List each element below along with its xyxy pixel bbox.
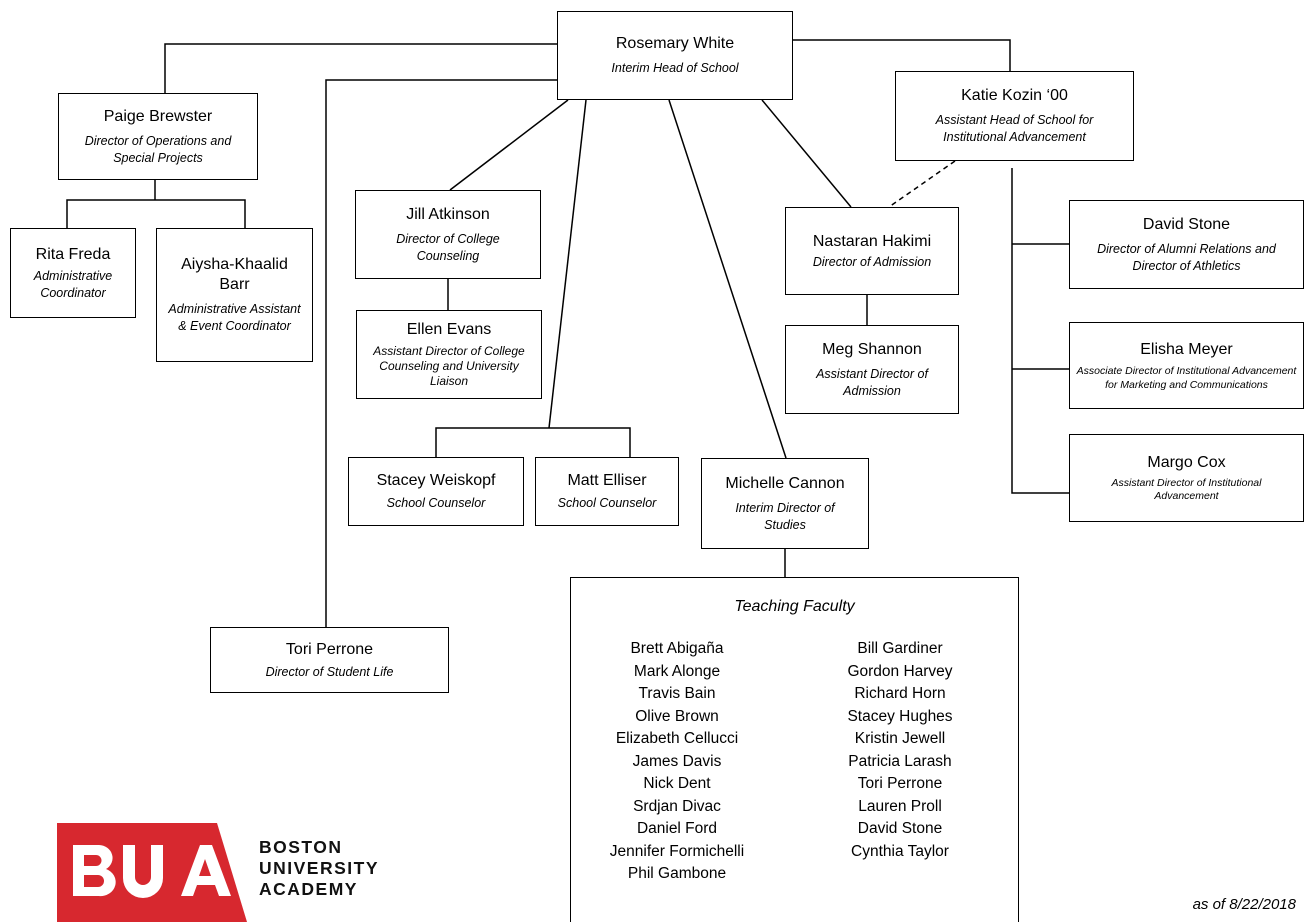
admin-assistant-title: Administrative Assistant & Event Coordin… (168, 302, 301, 333)
student-life-director-title: Director of Student Life (265, 664, 394, 679)
admin-coordinator-title: Administrative Coordinator (33, 268, 113, 300)
operations-director-box: Paige Brewster Director of Operations an… (58, 93, 258, 180)
faculty-member: Stacey Hughes (847, 707, 953, 725)
teaching-faculty-heading: Teaching Faculty (734, 598, 855, 615)
faculty-member: Gordon Harvey (847, 662, 953, 680)
studies-director-name: Michelle Cannon (725, 474, 845, 492)
advancement-head-box: Katie Kozin ‘00 Assistant Head of School… (895, 71, 1134, 161)
school-counselor-title-1: School Counselor (386, 496, 486, 510)
logo-line-3: ACADEMY (259, 879, 358, 899)
asst-college-counseling-box: Ellen Evans Assistant Director of Colleg… (356, 310, 542, 399)
admission-director-name: Nastaran Hakimi (812, 232, 932, 250)
school-counselor-name-1: Stacey Weiskopf (376, 472, 496, 489)
alumni-director-box: David Stone Director of Alumni Relations… (1069, 200, 1304, 289)
operations-director-name: Paige Brewster (103, 107, 213, 125)
operations-director-title: Director of Operations and Special Proje… (84, 133, 232, 165)
faculty-member: Kristin Jewell (854, 730, 946, 747)
faculty-member: Mark Alonge (633, 662, 721, 680)
admin-assistant-name: Aiysha-Khaalid Barr (181, 256, 288, 293)
faculty-member: Bill Gardiner (857, 640, 943, 657)
head-of-school-title: Interim Head of School (611, 61, 739, 75)
college-counseling-director-box: Jill Atkinson Director of College Counse… (355, 190, 541, 279)
asst-admission-title: Assistant Director of Admission (816, 366, 928, 398)
faculty-member: Brett Abigaña (630, 640, 724, 657)
asst-admission-name: Meg Shannon (822, 340, 922, 358)
admission-director-title: Director of Admission (812, 254, 932, 269)
faculty-member: Olive Brown (635, 707, 719, 725)
college-counseling-director-name: Jill Atkinson (406, 205, 490, 223)
bua-logo: BOSTON UNIVERSITY ACADEMY (57, 823, 397, 922)
faculty-member: Nick Dent (643, 775, 711, 792)
faculty-member: Patricia Larash (848, 752, 952, 770)
alumni-director-title: Director of Alumni Relations and Directo… (1097, 241, 1276, 273)
school-counselor-box-1: Stacey Weiskopf School Counselor (348, 457, 524, 526)
faculty-member: Daniel Ford (636, 820, 718, 837)
school-counselor-name-2: Matt Elliser (567, 472, 647, 489)
logo-line-2: UNIVERSITY (259, 858, 380, 878)
admin-coordinator-name: Rita Freda (35, 245, 111, 263)
admin-assistant-box: Aiysha-Khaalid Barr Administrative Assis… (156, 228, 313, 362)
asst-advancement-name: Margo Cox (1147, 454, 1226, 471)
student-life-director-box: Tori Perrone Director of Student Life (210, 627, 449, 693)
faculty-member: Lauren Proll (858, 797, 942, 815)
teaching-faculty-box: Teaching Faculty Brett Abigaña Mark Alon… (570, 577, 1019, 922)
faculty-member: Richard Horn (854, 685, 946, 702)
date-note: as of 8/22/2018 (1192, 896, 1296, 913)
studies-director-box: Michelle Cannon Interim Director of Stud… (701, 458, 869, 549)
logo-line-1: BOSTON (259, 837, 343, 857)
asst-college-counseling-title: Assistant Director of College Counseling… (373, 344, 525, 388)
marketing-director-box: Elisha Meyer Associate Director of Insti… (1069, 322, 1304, 409)
school-counselor-box-2: Matt Elliser School Counselor (535, 457, 679, 526)
faculty-member: Jennifer Formichelli (609, 842, 745, 860)
faculty-member: Cynthia Taylor (851, 842, 949, 860)
student-life-director-name: Tori Perrone (285, 640, 374, 658)
marketing-director-title: Associate Director of Institutional Adva… (1076, 364, 1297, 391)
school-counselor-title-2: School Counselor (557, 496, 657, 510)
asst-advancement-title: Assistant Director of Institutional Adva… (1111, 477, 1262, 502)
faculty-column-2: Bill Gardiner Gordon Harvey Richard Horn… (807, 638, 993, 863)
alumni-director-name: David Stone (1142, 215, 1231, 233)
advancement-head-title: Assistant Head of School for Institution… (935, 113, 1094, 144)
college-counseling-director-title: Director of College Counseling (396, 231, 500, 263)
faculty-member: Tori Perrone (857, 775, 943, 792)
advancement-head-name: Katie Kozin ‘00 (961, 87, 1068, 104)
faculty-member: Elizabeth Cellucci (615, 730, 739, 747)
asst-advancement-box: Margo Cox Assistant Director of Institut… (1069, 434, 1304, 522)
faculty-member: James Davis (632, 752, 722, 770)
marketing-director-name: Elisha Meyer (1140, 340, 1233, 358)
head-of-school-box: Rosemary White Interim Head of School (557, 11, 793, 100)
bua-logo-mark (57, 823, 247, 922)
admission-director-box: Nastaran Hakimi Director of Admission (785, 207, 959, 295)
asst-college-counseling-name: Ellen Evans (406, 321, 492, 338)
faculty-member: Phil Gambone (627, 865, 727, 882)
asst-admission-box: Meg Shannon Assistant Director of Admiss… (785, 325, 959, 414)
faculty-member: Travis Bain (638, 685, 716, 702)
head-of-school-name: Rosemary White (615, 35, 735, 52)
bua-logo-wordmark: BOSTON UNIVERSITY ACADEMY (259, 837, 379, 900)
faculty-member: Srdjan Divac (633, 797, 721, 815)
studies-director-title: Interim Director of Studies (735, 500, 835, 532)
admin-coordinator-box: Rita Freda Administrative Coordinator (10, 228, 136, 318)
faculty-column-1: Brett Abigaña Mark Alonge Travis Bain Ol… (589, 638, 765, 886)
faculty-member: David Stone (857, 820, 943, 837)
